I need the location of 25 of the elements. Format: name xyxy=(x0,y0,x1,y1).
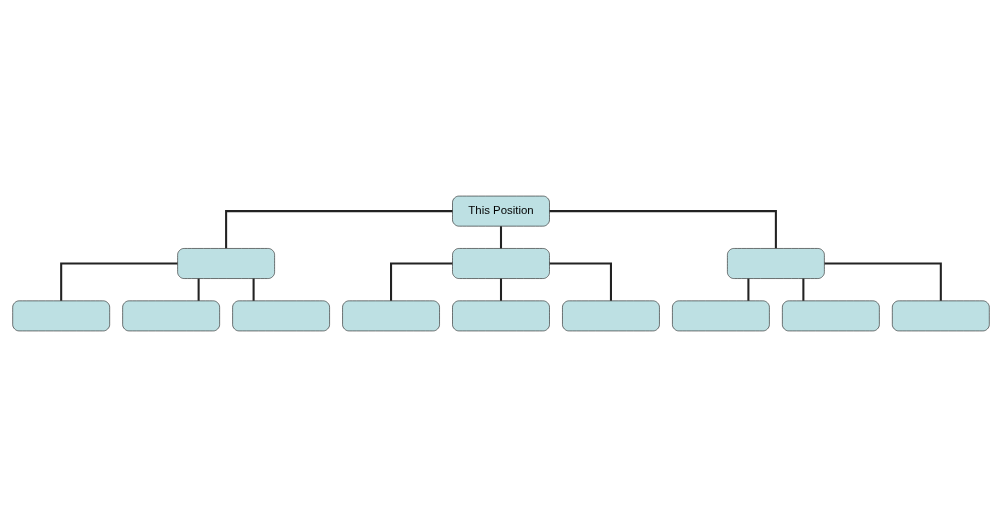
node-box xyxy=(782,300,880,332)
connector xyxy=(824,262,942,301)
node-box: This Position xyxy=(452,195,550,227)
connector xyxy=(390,262,453,301)
node-box xyxy=(232,300,330,332)
node-box xyxy=(452,300,550,332)
node-box xyxy=(122,300,220,332)
node-box xyxy=(727,248,825,279)
connector xyxy=(499,226,503,249)
node-box xyxy=(342,300,440,332)
node-box xyxy=(562,300,660,332)
connector xyxy=(197,278,200,301)
node-box xyxy=(672,300,770,332)
connector xyxy=(802,278,805,301)
connector xyxy=(549,210,777,249)
connector xyxy=(225,210,453,249)
node-box xyxy=(452,248,550,279)
connector xyxy=(499,278,503,301)
connector xyxy=(747,278,750,301)
connector xyxy=(252,278,255,301)
connector xyxy=(549,262,612,301)
connector xyxy=(60,262,178,301)
node-box xyxy=(12,300,110,332)
node-box xyxy=(177,248,275,279)
node-box xyxy=(892,300,990,332)
